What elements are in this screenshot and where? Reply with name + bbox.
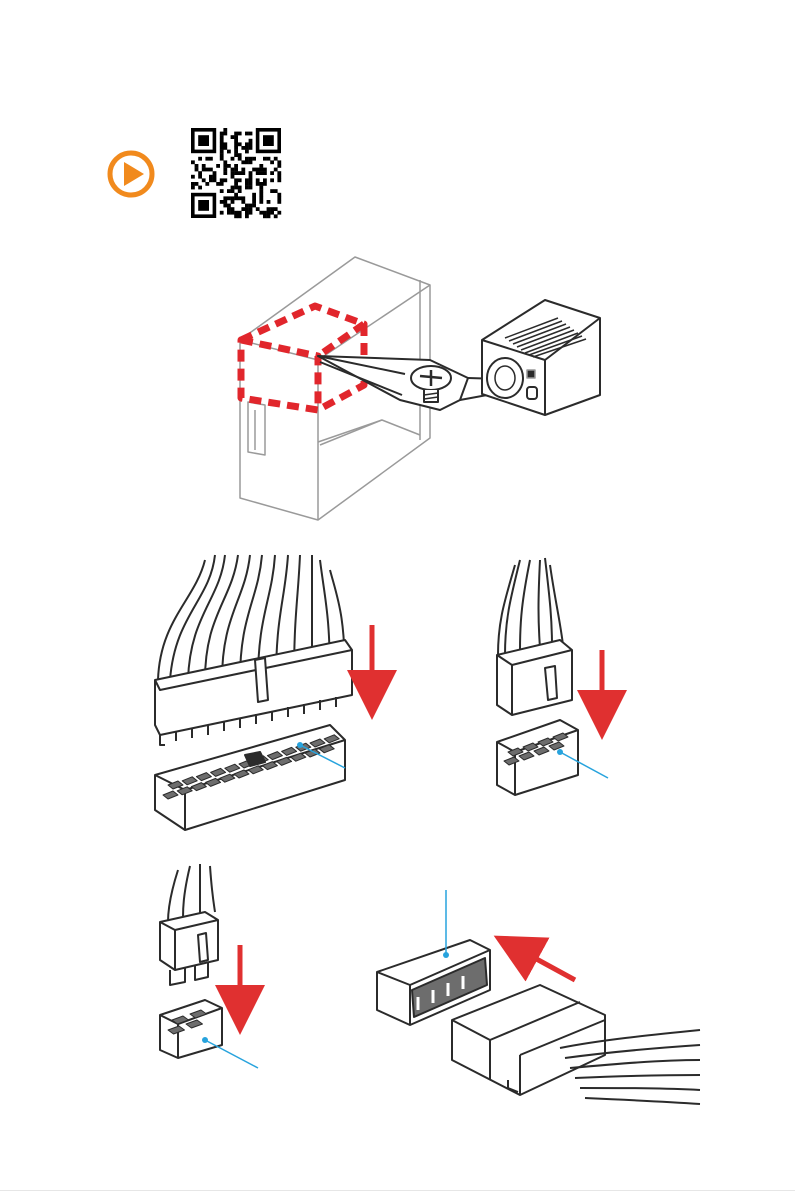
- cpu-8-pin-connector: [497, 558, 608, 795]
- qr-code-icon[interactable]: [191, 128, 281, 218]
- pc-case-psu-install: [240, 257, 600, 520]
- pcie-6-pin-connector: [160, 864, 258, 1068]
- molex-4-pin-connector: [377, 890, 700, 1104]
- atx-24-pin-connector: [155, 555, 372, 830]
- page-bottom-rule: [0, 1190, 795, 1191]
- play-circle-icon[interactable]: [110, 153, 152, 195]
